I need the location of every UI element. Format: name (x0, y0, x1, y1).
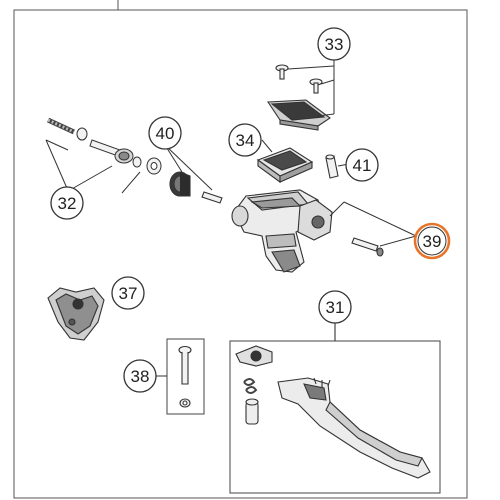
part-41-pin (325, 154, 339, 179)
callout-32: 32 (50, 186, 84, 220)
reservoir-cover (267, 99, 331, 131)
part-33-screws-and-cover (267, 64, 331, 131)
part-40-bushing-and-pin (169, 171, 223, 204)
bolt (178, 345, 192, 385)
part-38-bolt-and-nut (166, 338, 205, 415)
piston (89, 139, 134, 164)
callout-40: 40 (148, 116, 182, 150)
adjuster-clip (235, 345, 273, 367)
callout-41: 41 (345, 148, 379, 182)
part-34-diaphragm (256, 147, 314, 184)
part-31-lever-assembly (229, 320, 441, 494)
washer-small (76, 127, 88, 141)
svg-text:39: 39 (423, 232, 442, 251)
svg-text:40: 40 (156, 124, 175, 143)
svg-text:37: 37 (119, 284, 138, 303)
part-39-pivot-pin (351, 237, 384, 257)
svg-text:41: 41 (353, 156, 372, 175)
spring (46, 117, 76, 135)
svg-text:34: 34 (236, 131, 255, 150)
part-37-lever-cap (47, 287, 105, 341)
spring-small (243, 378, 258, 394)
leader-line-37 (104, 292, 112, 296)
svg-text:31: 31 (326, 298, 345, 317)
nut (179, 398, 191, 408)
svg-text:32: 32 (58, 194, 77, 213)
leader-line-34 (261, 139, 273, 153)
rubber-bushing (169, 171, 191, 197)
diagram-frame (13, 0, 468, 499)
screw-part-33b (309, 78, 323, 94)
callout-38: 38 (123, 359, 157, 393)
svg-text:38: 38 (131, 367, 150, 386)
small-pin (201, 191, 223, 204)
callout-34: 34 (228, 123, 262, 157)
leader-lines-33 (287, 55, 335, 117)
callout-39-highlighted: 39 (413, 222, 451, 260)
callout-37: 37 (111, 276, 145, 310)
callout-31: 31 (318, 290, 352, 324)
screw-part-33a (275, 64, 289, 80)
master-cylinder-housing (231, 189, 333, 273)
callouts: 33 40 34 41 32 39 37 31 (50, 27, 451, 393)
leader-lines-32 (45, 139, 141, 194)
svg-text:33: 33 (325, 35, 344, 54)
callout-33: 33 (317, 27, 351, 61)
leader-lines-39 (329, 201, 417, 247)
part-32-piston-assembly (46, 117, 162, 175)
lever-blade (277, 377, 431, 479)
bushing-small (245, 398, 259, 425)
leader-lines-40 (164, 144, 213, 191)
o-ring (132, 156, 142, 168)
